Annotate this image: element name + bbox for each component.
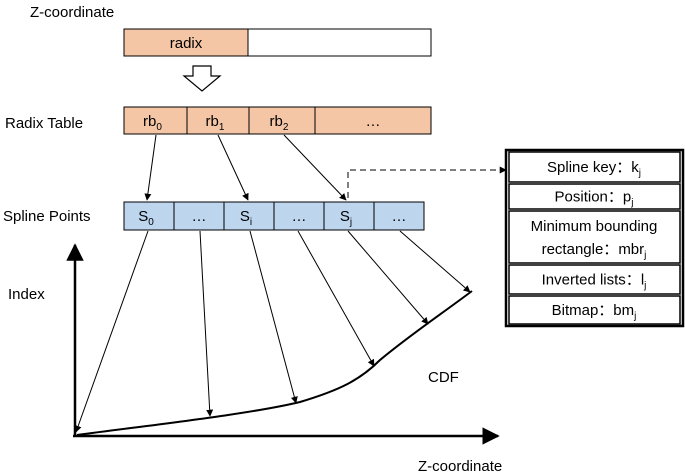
radix-cell-label-0: rb0 — [143, 113, 162, 133]
radix-cell-0 — [123, 106, 188, 135]
detail-row-4-label: Bitmap： — [552, 302, 614, 319]
detail-row-0 — [508, 151, 681, 183]
spline-cell-5 — [373, 201, 425, 231]
spline-cell-label-0: S0 — [138, 208, 154, 228]
z-coordinate-axis-label: Z-coordinate — [418, 458, 502, 473]
arrow-rb1-si — [217, 134, 249, 201]
arrow-cdf-4 — [297, 230, 375, 367]
radix-to-spline-arrows — [144, 134, 347, 201]
detail-row-0-text: Spline key：kj — [547, 159, 641, 179]
arrow-rb2-sj — [283, 134, 347, 201]
radix-cell-3 — [314, 106, 432, 135]
spline-cell-label-2: Si — [240, 208, 252, 228]
spline-cell-label-2-base: S — [240, 208, 250, 225]
detail-row-1-text: Position：pj — [555, 189, 634, 209]
dashed-link-arrow — [347, 166, 507, 198]
down-arrow-icon — [182, 65, 222, 92]
detail-row-4 — [508, 295, 681, 325]
detail-row-3-text: Inverted lists：lj — [542, 272, 647, 292]
arrow-cdf-6 — [399, 230, 471, 293]
arrow-cdf-1 — [74, 230, 149, 433]
detail-row-3-value: l — [641, 272, 644, 289]
spline-cell-4 — [323, 201, 375, 231]
spline-cell-3 — [273, 201, 325, 231]
spline-cell-label-1: … — [192, 208, 207, 225]
remaining-bits-segment — [247, 28, 432, 57]
spline-to-cdf-arrows — [74, 230, 471, 433]
detail-row-2 — [508, 210, 681, 264]
radix-cell-label-0-subscript: 0 — [156, 122, 162, 133]
arrow-cdf-3 — [249, 230, 298, 404]
spline-cell-label-0-subscript: 0 — [148, 217, 154, 228]
spline-cell-label-3: … — [292, 208, 307, 225]
detail-row-1-subscript: j — [630, 198, 633, 209]
radix-cell-label-2-subscript: 2 — [283, 122, 289, 133]
radix-label: radix — [170, 35, 203, 52]
detail-row-4-subscript: j — [633, 311, 636, 322]
spline-cell-label-5-base: … — [392, 208, 407, 225]
detail-row-2-line2: rectangle：mbrj — [542, 241, 647, 261]
index-axis-label: Index — [8, 286, 45, 303]
detail-row-2-value: mbr — [618, 241, 644, 258]
detail-row-4-text: Bitmap：bmj — [552, 302, 637, 322]
detail-row-4-value: bm — [613, 302, 634, 319]
radix-cell-1 — [186, 106, 250, 135]
detail-row-2-label: Minimum bounding — [531, 218, 658, 235]
radix-cell-label-0-base: rb — [143, 113, 156, 130]
spline-points-table: S0…Si…Sj… — [123, 201, 425, 231]
spline-cell-label-4: Sj — [340, 208, 352, 228]
radix-segment — [123, 28, 249, 57]
radix-cell-2 — [248, 106, 316, 135]
detail-row-0-subscript: j — [638, 168, 641, 179]
spline-cell-1 — [173, 201, 225, 231]
arrow-rb0-s0 — [144, 134, 157, 201]
detail-row-1 — [508, 183, 681, 210]
spline-cell-0 — [123, 201, 175, 231]
radix-table-label: Radix Table — [5, 115, 83, 132]
arrow-cdf-2 — [199, 230, 214, 417]
detail-row-3-subscript: j — [643, 281, 646, 292]
z-key-bar: radix — [123, 28, 432, 57]
radix-cell-label-3-base: … — [366, 113, 381, 130]
detail-row-2-line2-label: rectangle： — [542, 241, 619, 258]
spline-cell-label-5: … — [392, 208, 407, 225]
radix-cell-label-2-base: rb — [270, 113, 283, 130]
spline-points-label: Spline Points — [3, 208, 91, 225]
detail-row-0-label: Spline key： — [547, 159, 631, 176]
detail-row-3 — [508, 264, 681, 295]
spline-cell-label-4-base: S — [340, 208, 350, 225]
detail-row-1-label: Position： — [555, 189, 623, 206]
arrow-cdf-5 — [347, 230, 429, 325]
detail-row-2-subscript: j — [643, 250, 646, 261]
detail-row-0-value: k — [631, 159, 639, 176]
radix-cell-label-3: … — [366, 113, 381, 130]
spline-cell-label-0-base: S — [138, 208, 148, 225]
radix-cell-label-2: rb2 — [270, 113, 289, 133]
radix-cell-label-1-subscript: 1 — [219, 122, 225, 133]
detail-row-1-value: p — [623, 189, 631, 206]
detail-row-3-label: Inverted lists： — [542, 272, 641, 289]
spline-cell-2 — [223, 201, 275, 231]
z-coordinate-title: Z-coordinate — [30, 4, 114, 21]
cdf-curve — [76, 290, 473, 436]
spline-cell-label-3-base: … — [292, 208, 307, 225]
spline-cell-label-4-subscript: j — [349, 217, 352, 228]
cdf-label: CDF — [428, 369, 459, 386]
radix-cell-label-1-base: rb — [206, 113, 219, 130]
spline-cell-label-1-base: … — [192, 208, 207, 225]
radix-cell-label-1: rb1 — [206, 113, 225, 133]
spline-cell-label-2-subscript: i — [250, 217, 252, 228]
